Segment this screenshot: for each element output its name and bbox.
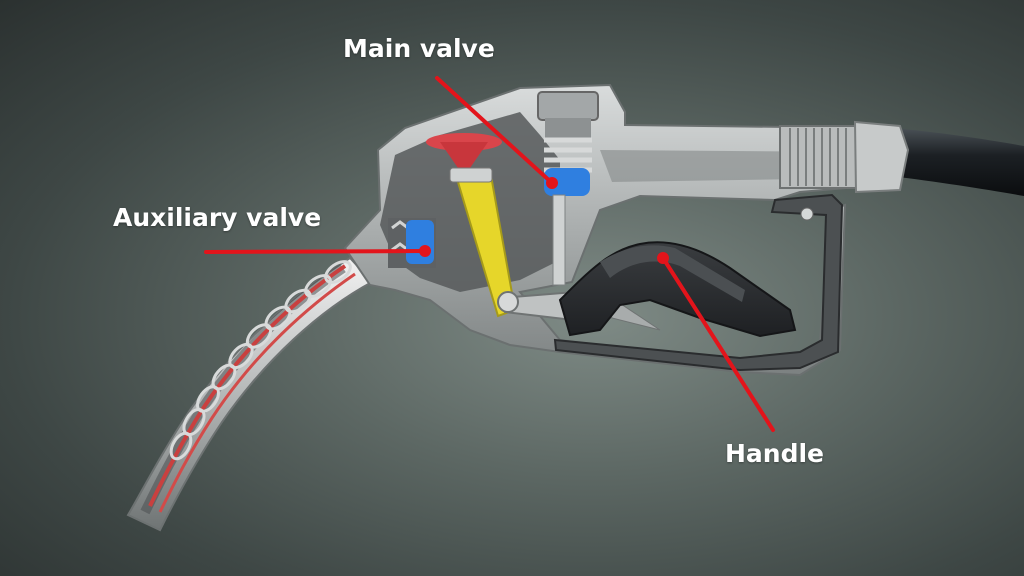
- fuel-hose: [890, 128, 1024, 196]
- handle-dot: [657, 252, 669, 264]
- auxiliary-valve-pointer: [204, 249, 427, 254]
- handle-pointer: [661, 256, 775, 432]
- pointer-dots: [419, 177, 669, 264]
- main-valve-seal: [544, 168, 590, 196]
- hose-fitting: [779, 120, 910, 194]
- spout: [126, 256, 374, 532]
- main-valve-dot: [546, 177, 558, 189]
- spout-spring: [169, 260, 352, 461]
- main-valve-pointer: [435, 76, 554, 185]
- handle-label: Handle: [725, 439, 825, 468]
- main-valve-assembly: [537, 91, 599, 286]
- handle-trigger: [558, 241, 797, 338]
- main-valve-label: Main valve: [343, 34, 495, 63]
- auxiliary-valve-seal: [406, 220, 434, 264]
- auxiliary-valve-dot: [419, 245, 431, 257]
- pointer-lines: [204, 76, 775, 432]
- auxiliary-valve-label: Auxiliary valve: [113, 203, 322, 232]
- auxiliary-valve-assembly: [388, 218, 436, 268]
